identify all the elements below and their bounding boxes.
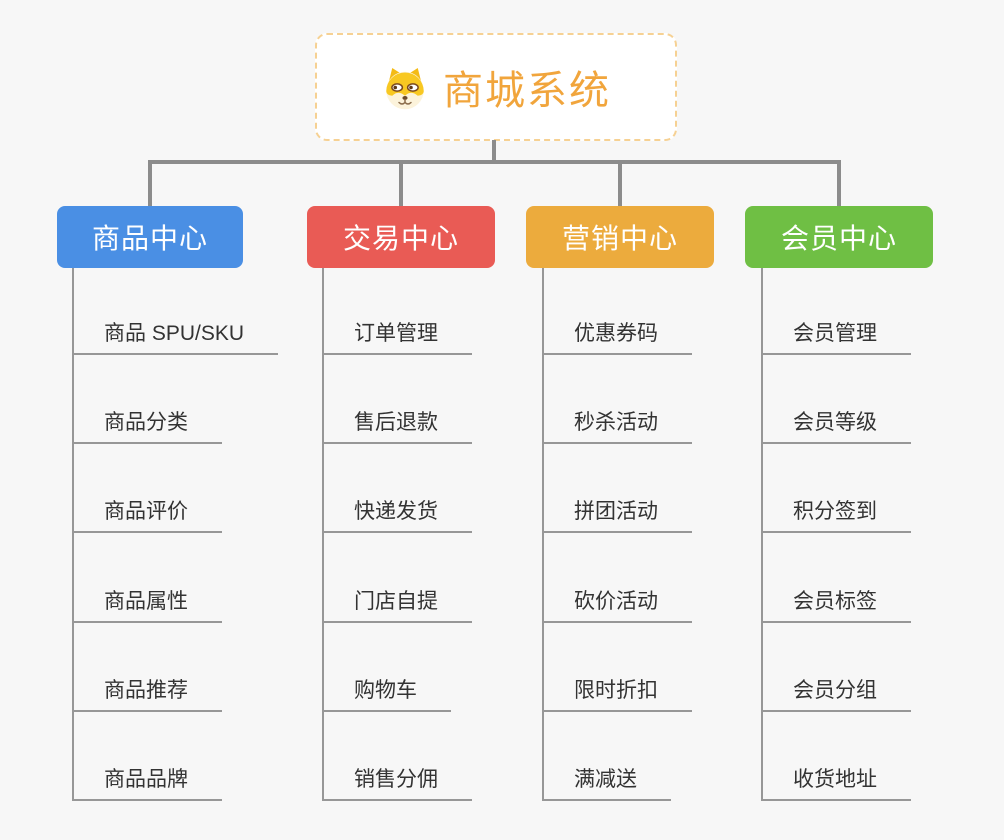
connector-root-stem [492,140,496,162]
branch-stem-line [542,268,544,801]
tree-item[interactable]: 积分签到 [761,491,911,533]
tree-item[interactable]: 商品属性 [72,581,222,623]
tree-item[interactable]: 秒杀活动 [542,402,692,444]
tree-item[interactable]: 优惠券码 [542,313,692,355]
connector-drop-2 [399,160,403,206]
branch-stem-line [72,268,74,801]
tree-item[interactable]: 商品推荐 [72,670,222,712]
connector-drop-4 [837,160,841,206]
tree-item[interactable]: 购物车 [322,670,451,712]
tree-item[interactable]: 商品 SPU/SKU [72,313,279,355]
connector-drop-3 [618,160,622,206]
connector-rail [148,160,841,164]
tree-item[interactable]: 订单管理 [322,313,472,355]
branch-stem-line [322,268,324,801]
tree-item[interactable]: 会员标签 [761,581,911,623]
tree-item[interactable]: 商品评价 [72,491,222,533]
branch-header-trade[interactable]: 交易中心 [307,206,495,268]
tree-item[interactable]: 销售分佣 [322,759,472,801]
branch-header-marketing[interactable]: 营销中心 [526,206,714,268]
tree-item[interactable]: 会员等级 [761,402,911,444]
tree-item[interactable]: 快递发货 [322,491,472,533]
branch-header-product[interactable]: 商品中心 [57,206,243,268]
tree-item[interactable]: 限时折扣 [542,670,692,712]
root-title: 商城系统 [443,69,611,113]
branch-header-member[interactable]: 会员中心 [745,206,933,268]
tree-item[interactable]: 砍价活动 [542,581,692,623]
tree-item[interactable]: 售后退款 [322,402,472,444]
root-node[interactable]: 商城系统 [315,33,677,141]
tree-item[interactable]: 商品品牌 [72,759,222,801]
tree-item[interactable]: 拼团活动 [542,491,692,533]
tree-item[interactable]: 满减送 [542,759,671,801]
tree-item[interactable]: 会员管理 [761,313,911,355]
tree-item[interactable]: 商品分类 [72,402,222,444]
branch-stem-line [761,268,763,801]
tree-item[interactable]: 门店自提 [322,581,472,623]
connector-drop-1 [148,160,152,206]
tree-item[interactable]: 收货地址 [761,759,911,801]
tree-item[interactable]: 会员分组 [761,670,911,712]
doge-icon [386,67,424,109]
